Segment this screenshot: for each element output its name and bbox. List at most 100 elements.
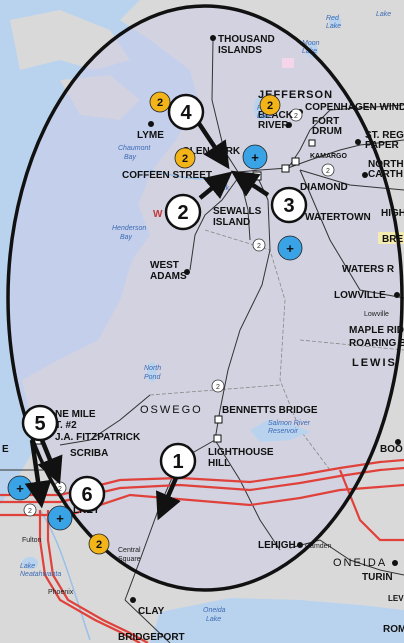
label-kamargo: KAMARGO xyxy=(310,153,347,160)
svg-text:2: 2 xyxy=(257,243,261,250)
svg-text:2: 2 xyxy=(216,384,220,391)
label-waters-r: WATERS R xyxy=(342,264,395,275)
label-rom: ROM xyxy=(383,624,404,635)
blue-plus-marker: + xyxy=(242,144,268,170)
north-pond xyxy=(147,362,157,382)
label-phoenix: Phoenix xyxy=(48,589,74,596)
svg-text:1: 1 xyxy=(172,451,183,473)
arrow-2 xyxy=(198,171,233,200)
svg-text:2: 2 xyxy=(294,113,298,120)
svg-text:2: 2 xyxy=(326,168,330,175)
svg-text:2: 2 xyxy=(96,539,102,551)
svg-text:2: 2 xyxy=(28,508,32,515)
lake-neatahwanta xyxy=(22,557,38,569)
label-lyme: LYME xyxy=(137,130,164,141)
salmon-river-reservoir xyxy=(250,420,310,442)
route-shield: 2 xyxy=(289,108,303,122)
label-bre: BRE xyxy=(382,234,403,245)
county-boundary xyxy=(299,339,404,351)
svg-text:2: 2 xyxy=(157,97,163,109)
svg-text:+: + xyxy=(286,241,294,256)
study-area-ellipse-fill xyxy=(8,6,402,590)
svg-text:5: 5 xyxy=(34,413,45,435)
route-shield: 2 xyxy=(321,163,335,177)
svg-text:2: 2 xyxy=(177,202,188,224)
arrow-3 xyxy=(230,170,270,197)
callout-5: 5 xyxy=(21,404,59,442)
label-lowville-small: Lowville xyxy=(364,311,389,318)
label-bridgeport: BRIDGEPORT xyxy=(118,632,185,643)
orange-badge: 2 xyxy=(88,533,110,555)
label-diamond: DIAMOND xyxy=(300,182,348,193)
county-boundary xyxy=(149,384,281,396)
callout-4: 4 xyxy=(167,93,205,131)
oneida-lake xyxy=(150,598,404,643)
callout-arrows xyxy=(24,120,270,521)
label-oneida: ONEIDA xyxy=(333,557,387,569)
svg-text:+: + xyxy=(251,150,259,165)
svg-text:+: + xyxy=(56,511,64,526)
label-hounsfield: W xyxy=(153,209,163,220)
arrow-4 xyxy=(196,120,230,170)
svg-text:2: 2 xyxy=(267,100,273,112)
route-shields: 2 2 2 2 2 2 xyxy=(23,108,335,517)
route-shield: 2 xyxy=(23,503,37,517)
label-fitzpatrick: J.A. FITZPATRICK xyxy=(55,432,141,443)
svg-text:6: 6 xyxy=(81,484,92,506)
label-camden: Camden xyxy=(305,543,332,550)
svg-text:2: 2 xyxy=(58,486,62,493)
blue-plus-marker: + xyxy=(7,475,33,501)
red-lake xyxy=(329,16,341,28)
label-lowville: LOWVILLE xyxy=(334,290,386,301)
callout-2: 2 xyxy=(164,193,202,231)
callout-6: 6 xyxy=(68,475,106,513)
numbered-callouts: 1 2 3 4 5 6 xyxy=(21,93,308,513)
label-lewis: LEWIS xyxy=(352,357,397,369)
orange-badge: 2 xyxy=(149,91,171,113)
label-coffeen-street: COFFEEN STREET xyxy=(122,170,212,181)
label-e: E xyxy=(2,444,9,455)
label-watertown: WATERTOWN xyxy=(305,212,371,223)
arrow-1 xyxy=(155,477,181,521)
river xyxy=(39,509,91,641)
label-boo: BOO xyxy=(380,444,403,455)
route-shield: 2 xyxy=(252,238,266,252)
label-clay: CLAY xyxy=(138,606,165,617)
orange-badges: 2 2 2 2 xyxy=(88,91,281,555)
callout-3: 3 xyxy=(270,186,308,224)
svg-text:4: 4 xyxy=(180,102,192,124)
label-turin: TURIN xyxy=(362,572,393,583)
label-lake: Lake xyxy=(376,11,391,18)
label-scriba: SCRIBA xyxy=(70,448,108,459)
svg-text:+: + xyxy=(16,481,24,496)
route-shield: 2 xyxy=(211,379,225,393)
label-lev: LEV xyxy=(388,594,404,603)
svg-text:3: 3 xyxy=(283,195,294,217)
orange-badge: 2 xyxy=(174,147,196,169)
callout-1: 1 xyxy=(159,442,197,480)
label-oswego: OSWEGO xyxy=(140,404,203,416)
blue-plus-marker: + xyxy=(277,235,303,261)
orange-badge: 2 xyxy=(259,94,281,116)
blue-plus-marker: + xyxy=(47,505,73,531)
svg-text:2: 2 xyxy=(182,153,188,165)
